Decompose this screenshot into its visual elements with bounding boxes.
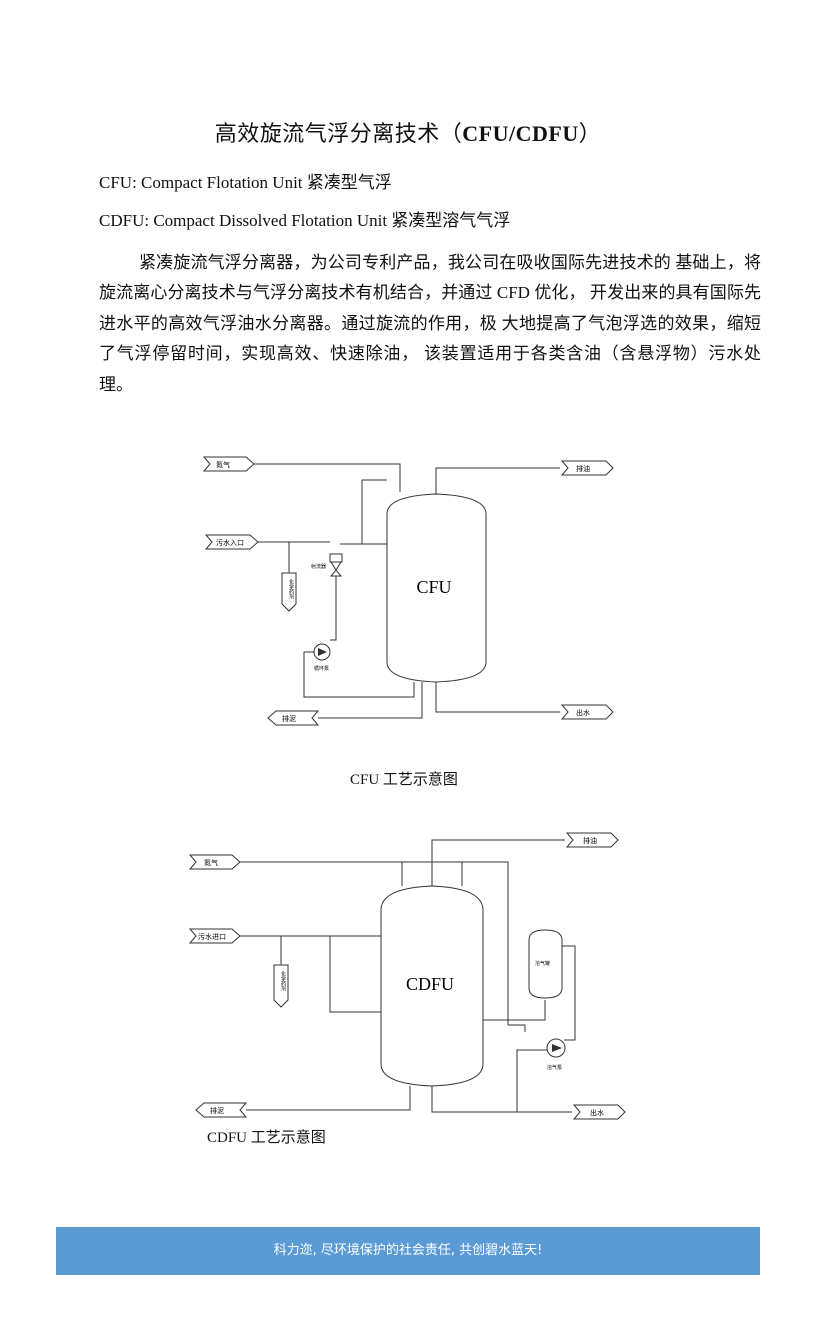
- cdfu-process-diagram: 氮气 污水进口 排油 出水 排泥 溶气罐 溶气泵 化学药剂 CDFU: [188, 832, 626, 1120]
- cfu-sludge-label: 排泥: [282, 714, 296, 723]
- cfu-chem-label: 化学药剂: [288, 578, 294, 600]
- cdfu-pump-label: 溶气泵: [547, 1064, 562, 1071]
- cdfu-tank-label: 溶气罐: [535, 960, 550, 967]
- cfu-water-label: 出水: [576, 708, 590, 717]
- cfu-caption: CFU 工艺示意图: [350, 772, 458, 788]
- footer-slogan: 科力迩, 尽环境保护的社会责任, 共创碧水蓝天!: [273, 1243, 543, 1258]
- cdfu-vessel-label: CDFU: [406, 974, 454, 994]
- intro-paragraph: 紧凑旋流气浮分离器，为公司专利产品，我公司在吸收国际先进技术的 基础上，将旋流离…: [99, 253, 761, 394]
- cfu-definition: CFU: Compact Flotation Unit 紧凑型气浮: [99, 173, 392, 192]
- cfu-nitrogen-label: 氮气: [216, 460, 230, 469]
- cdfu-caption: CDFU 工艺示意图: [207, 1130, 326, 1146]
- document-title: 高效旋流气浮分离技术（CFU/CDFU）: [0, 116, 816, 148]
- cdfu-definition: CDFU: Compact Dissolved Flotation Unit 紧…: [99, 211, 511, 230]
- footer-banner: 科力迩, 尽环境保护的社会责任, 共创碧水蓝天!: [56, 1227, 760, 1275]
- cdfu-water-label: 出水: [590, 1108, 604, 1117]
- cdfu-inlet-label: 污水进口: [198, 932, 226, 941]
- cfu-vessel-label: CFU: [416, 577, 451, 597]
- cdfu-sludge-label: 排泥: [210, 1106, 224, 1115]
- title-english: CFU/CDFU: [462, 121, 579, 146]
- cdfu-nitrogen-label: 氮气: [204, 858, 218, 867]
- cdfu-oil-label: 排油: [583, 836, 597, 845]
- cfu-process-diagram: 氮气 污水入口 排油 出水 排泥 射流器 循环泵 化学药剂 CFU: [202, 456, 614, 726]
- title-chinese: 高效旋流气浮分离技术（: [214, 121, 463, 146]
- cfu-oil-label: 排油: [576, 464, 590, 473]
- cfu-ejector-label: 射流器: [311, 563, 326, 570]
- cfu-pump-label: 循环泵: [314, 665, 329, 672]
- cfu-inlet-label: 污水入口: [216, 538, 244, 547]
- cdfu-chem-label: 化学药剂: [280, 970, 286, 992]
- title-close-paren: ）: [578, 121, 602, 146]
